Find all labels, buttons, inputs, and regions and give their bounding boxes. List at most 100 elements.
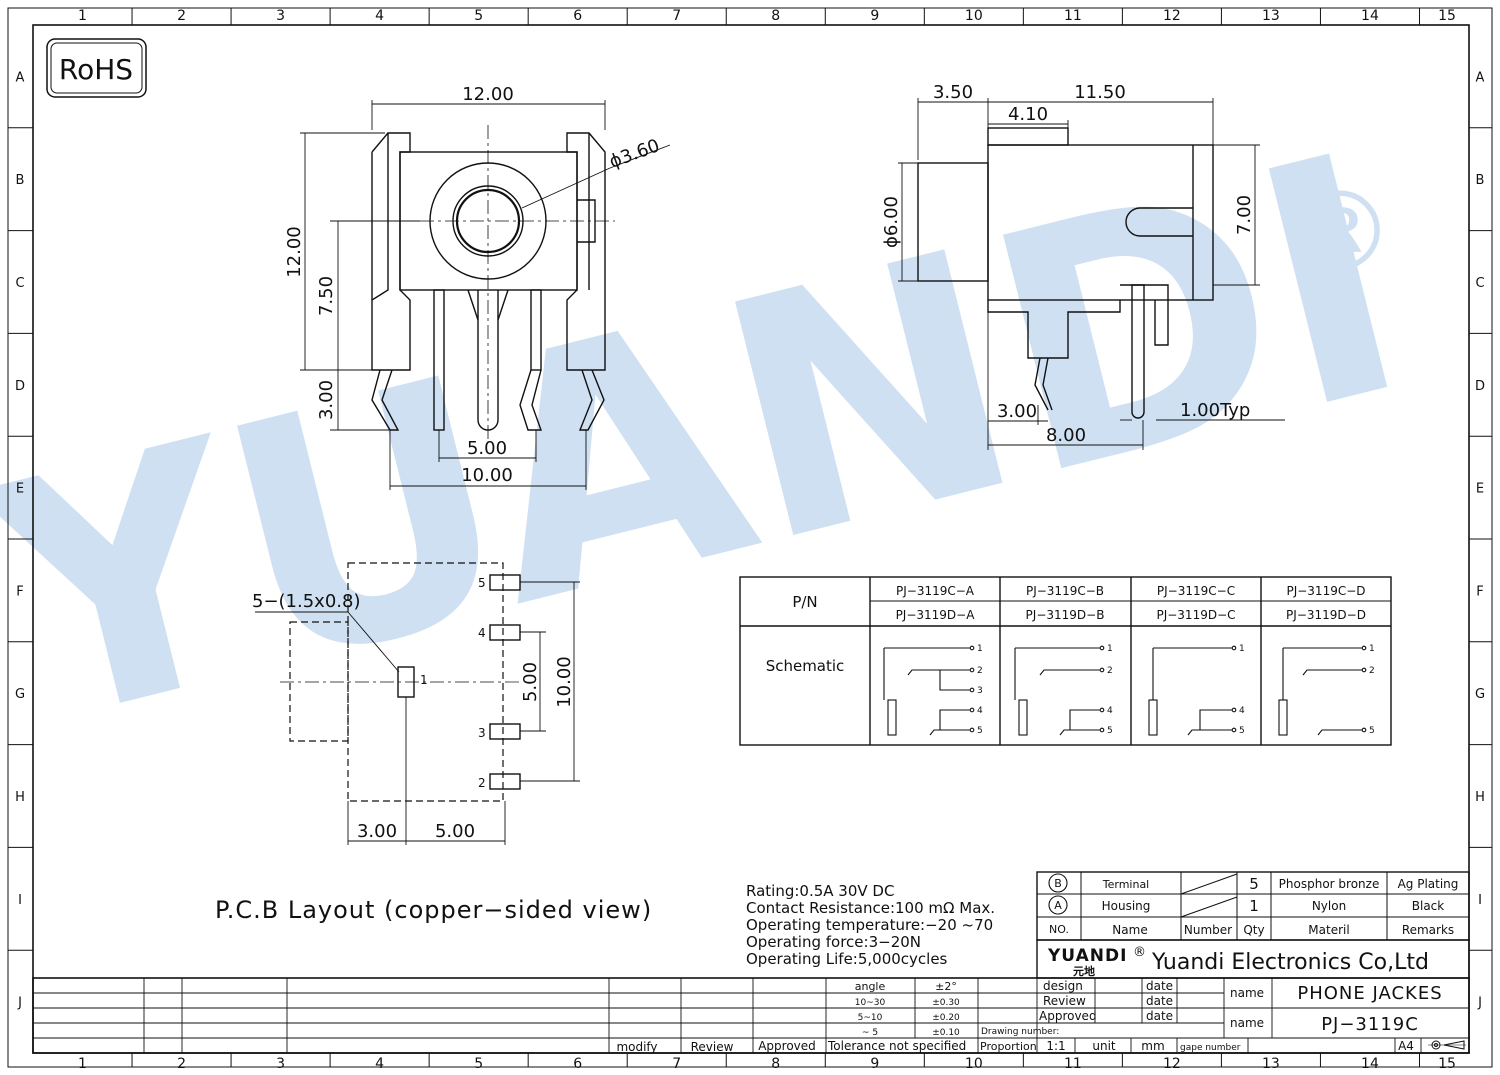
schematic-a-pin-1: 1	[977, 644, 983, 654]
tolerance-value-3: ±0.10	[932, 1028, 960, 1038]
pn-c-a: PJ−3119C−A	[896, 584, 975, 598]
pcb-h2-dimension: 5.00	[435, 821, 475, 842]
zone-column-bottom-8: 8	[771, 1056, 780, 1072]
front-view-dimensions: 12.00 12.00 7.50 3.00 5.00 10.00 ϕ3.60	[284, 84, 663, 486]
zone-column-bottom-11: 11	[1064, 1056, 1082, 1072]
zone-row-left-J: J	[17, 996, 22, 1011]
front-width-dimension: 12.00	[462, 84, 514, 105]
pcb-pad-note: 5−(1.5x0.8)	[252, 591, 360, 612]
proportion-label: Proportion	[980, 1040, 1037, 1053]
rohs-label: RoHS	[59, 53, 133, 86]
zone-row-left-A: A	[16, 70, 25, 85]
zone-column-top-12: 12	[1163, 8, 1181, 24]
tolerance-range-3: ~ 5	[862, 1028, 878, 1038]
front-height-dimension: 12.00	[284, 226, 305, 278]
zone-column-bottom-2: 2	[177, 1056, 186, 1072]
pcb-v1-dimension: 5.00	[520, 662, 541, 702]
zone-column-top-14: 14	[1361, 8, 1379, 24]
pn-table	[739, 576, 1392, 746]
pn-c-b: PJ−3119C−B	[1026, 584, 1104, 598]
schematic-a-pin-5: 5	[977, 726, 983, 736]
header-remarks: Remarks	[1402, 923, 1454, 937]
zone-column-bottom-5: 5	[474, 1056, 483, 1072]
schematic-a-pins: 1 2 3 4 5	[977, 644, 983, 736]
review-label: Review	[1043, 994, 1086, 1008]
header-no: NO.	[1049, 923, 1069, 936]
zone-column-bottom-10: 10	[965, 1056, 983, 1072]
watermark-text: YUANDI	[0, 83, 1436, 802]
zone-column-top-3: 3	[276, 8, 285, 24]
spec-contact-resistance: Contact Resistance:100 mΩ Max.	[746, 899, 995, 917]
zone-row-left-F: F	[16, 584, 23, 599]
material-b-no: B	[1054, 877, 1062, 890]
zone-column-bottom-4: 4	[375, 1056, 384, 1072]
schematic-d-pin-5: 5	[1369, 726, 1375, 736]
tolerance-value-1: ±0.30	[932, 998, 960, 1008]
unit-label: unit	[1092, 1039, 1116, 1053]
zone-row-left-E: E	[16, 482, 24, 497]
pcb-layout	[255, 562, 580, 845]
spec-life: Operating Life:5,000cycles	[746, 950, 948, 968]
zone-column-top-11: 11	[1064, 8, 1082, 24]
zone-column-bottom-6: 6	[573, 1056, 582, 1072]
schematic-c	[1148, 645, 1237, 736]
side-view	[898, 98, 1285, 450]
watermark-registered-icon: ®	[1285, 168, 1395, 296]
zone-row-left-G: G	[15, 687, 25, 702]
schematic-d-pin-1: 1	[1369, 644, 1375, 654]
schematic-b	[1014, 645, 1105, 736]
title-block-text: angle ±2° 10~30 ±0.30 5~10 ±0.20 ~ 5 ±0.…	[616, 979, 1441, 1054]
tolerance-note: Tolerance not specified	[827, 1039, 966, 1053]
zone-column-top-9: 9	[870, 8, 879, 24]
side-d1-dimension: 3.50	[933, 82, 973, 103]
materials-table-text: B Terminal 5 Phosphor bronze Ag Plating …	[1049, 875, 1458, 937]
schematic-label: Schematic	[766, 657, 845, 675]
company-registered-icon: ®	[1133, 945, 1146, 960]
material-a-name: Housing	[1102, 899, 1151, 913]
schematic-c-pin-4: 4	[1239, 706, 1245, 716]
zone-row-right-C: C	[1475, 276, 1484, 291]
side-view-dimensions: 3.50 11.50 4.10 ϕ6.00 7.00 3.00 8.00 1.0…	[881, 82, 1255, 446]
zone-marks	[8, 8, 1492, 1067]
front-span-dimension: 10.00	[461, 465, 513, 486]
zone-labels: 1122334455667788991010111112121313141415…	[15, 8, 1485, 1072]
pcb-v2-dimension: 10.00	[554, 656, 575, 708]
schematic-b-pin-4: 4	[1107, 706, 1113, 716]
zone-column-top-10: 10	[965, 8, 983, 24]
zone-row-right-B: B	[1476, 173, 1485, 188]
schematic-b-pin-2: 2	[1107, 666, 1113, 676]
side-dia-dimension: ϕ6.00	[881, 196, 902, 248]
side-d3-dimension: 4.10	[1008, 104, 1048, 125]
spec-temperature: Operating temperature:−20 ~70	[746, 916, 993, 934]
pcb-labels: 5−(1.5x0.8) 5 4 1 3 2 5.00 10.00 3.00 5.…	[215, 576, 651, 924]
zone-row-left-D: D	[15, 379, 25, 394]
zone-column-top-4: 4	[375, 8, 384, 24]
revision-modify: modify	[616, 1040, 657, 1054]
unit-value: mm	[1141, 1039, 1164, 1053]
material-a-no: A	[1054, 899, 1062, 912]
schematic-b-pins: 1 2 4 5	[1107, 644, 1113, 736]
zone-row-left-H: H	[15, 790, 25, 805]
revision-review: Review	[691, 1040, 734, 1054]
tolerance-range-1: 10~30	[855, 998, 886, 1008]
revision-approved: Approved	[758, 1039, 816, 1053]
projection-symbol-icon	[1428, 1040, 1466, 1050]
specs: Rating:0.5A 30V DC Contact Resistance:10…	[746, 882, 995, 968]
zone-row-left-B: B	[16, 173, 25, 188]
scale-value: 1:1	[1046, 1039, 1065, 1053]
pn-c-c: PJ−3119C−C	[1157, 584, 1235, 598]
zone-column-bottom-7: 7	[672, 1056, 681, 1072]
zone-column-bottom-13: 13	[1262, 1056, 1280, 1072]
schematic-c-pins: 1 4 5	[1239, 644, 1245, 736]
spec-force: Operating force:3−20N	[746, 933, 921, 951]
name-label-2: name	[1230, 1016, 1264, 1030]
side-p2-dimension: 8.00	[1046, 425, 1086, 446]
material-a-remarks: Black	[1412, 899, 1445, 913]
angle-value: ±2°	[935, 980, 957, 993]
zone-column-top-13: 13	[1262, 8, 1280, 24]
zone-row-left-C: C	[15, 276, 24, 291]
materials-table	[1036, 871, 1470, 941]
material-b-qty: 5	[1249, 875, 1259, 893]
schematic-d-pins: 1 2 5	[1369, 644, 1375, 736]
